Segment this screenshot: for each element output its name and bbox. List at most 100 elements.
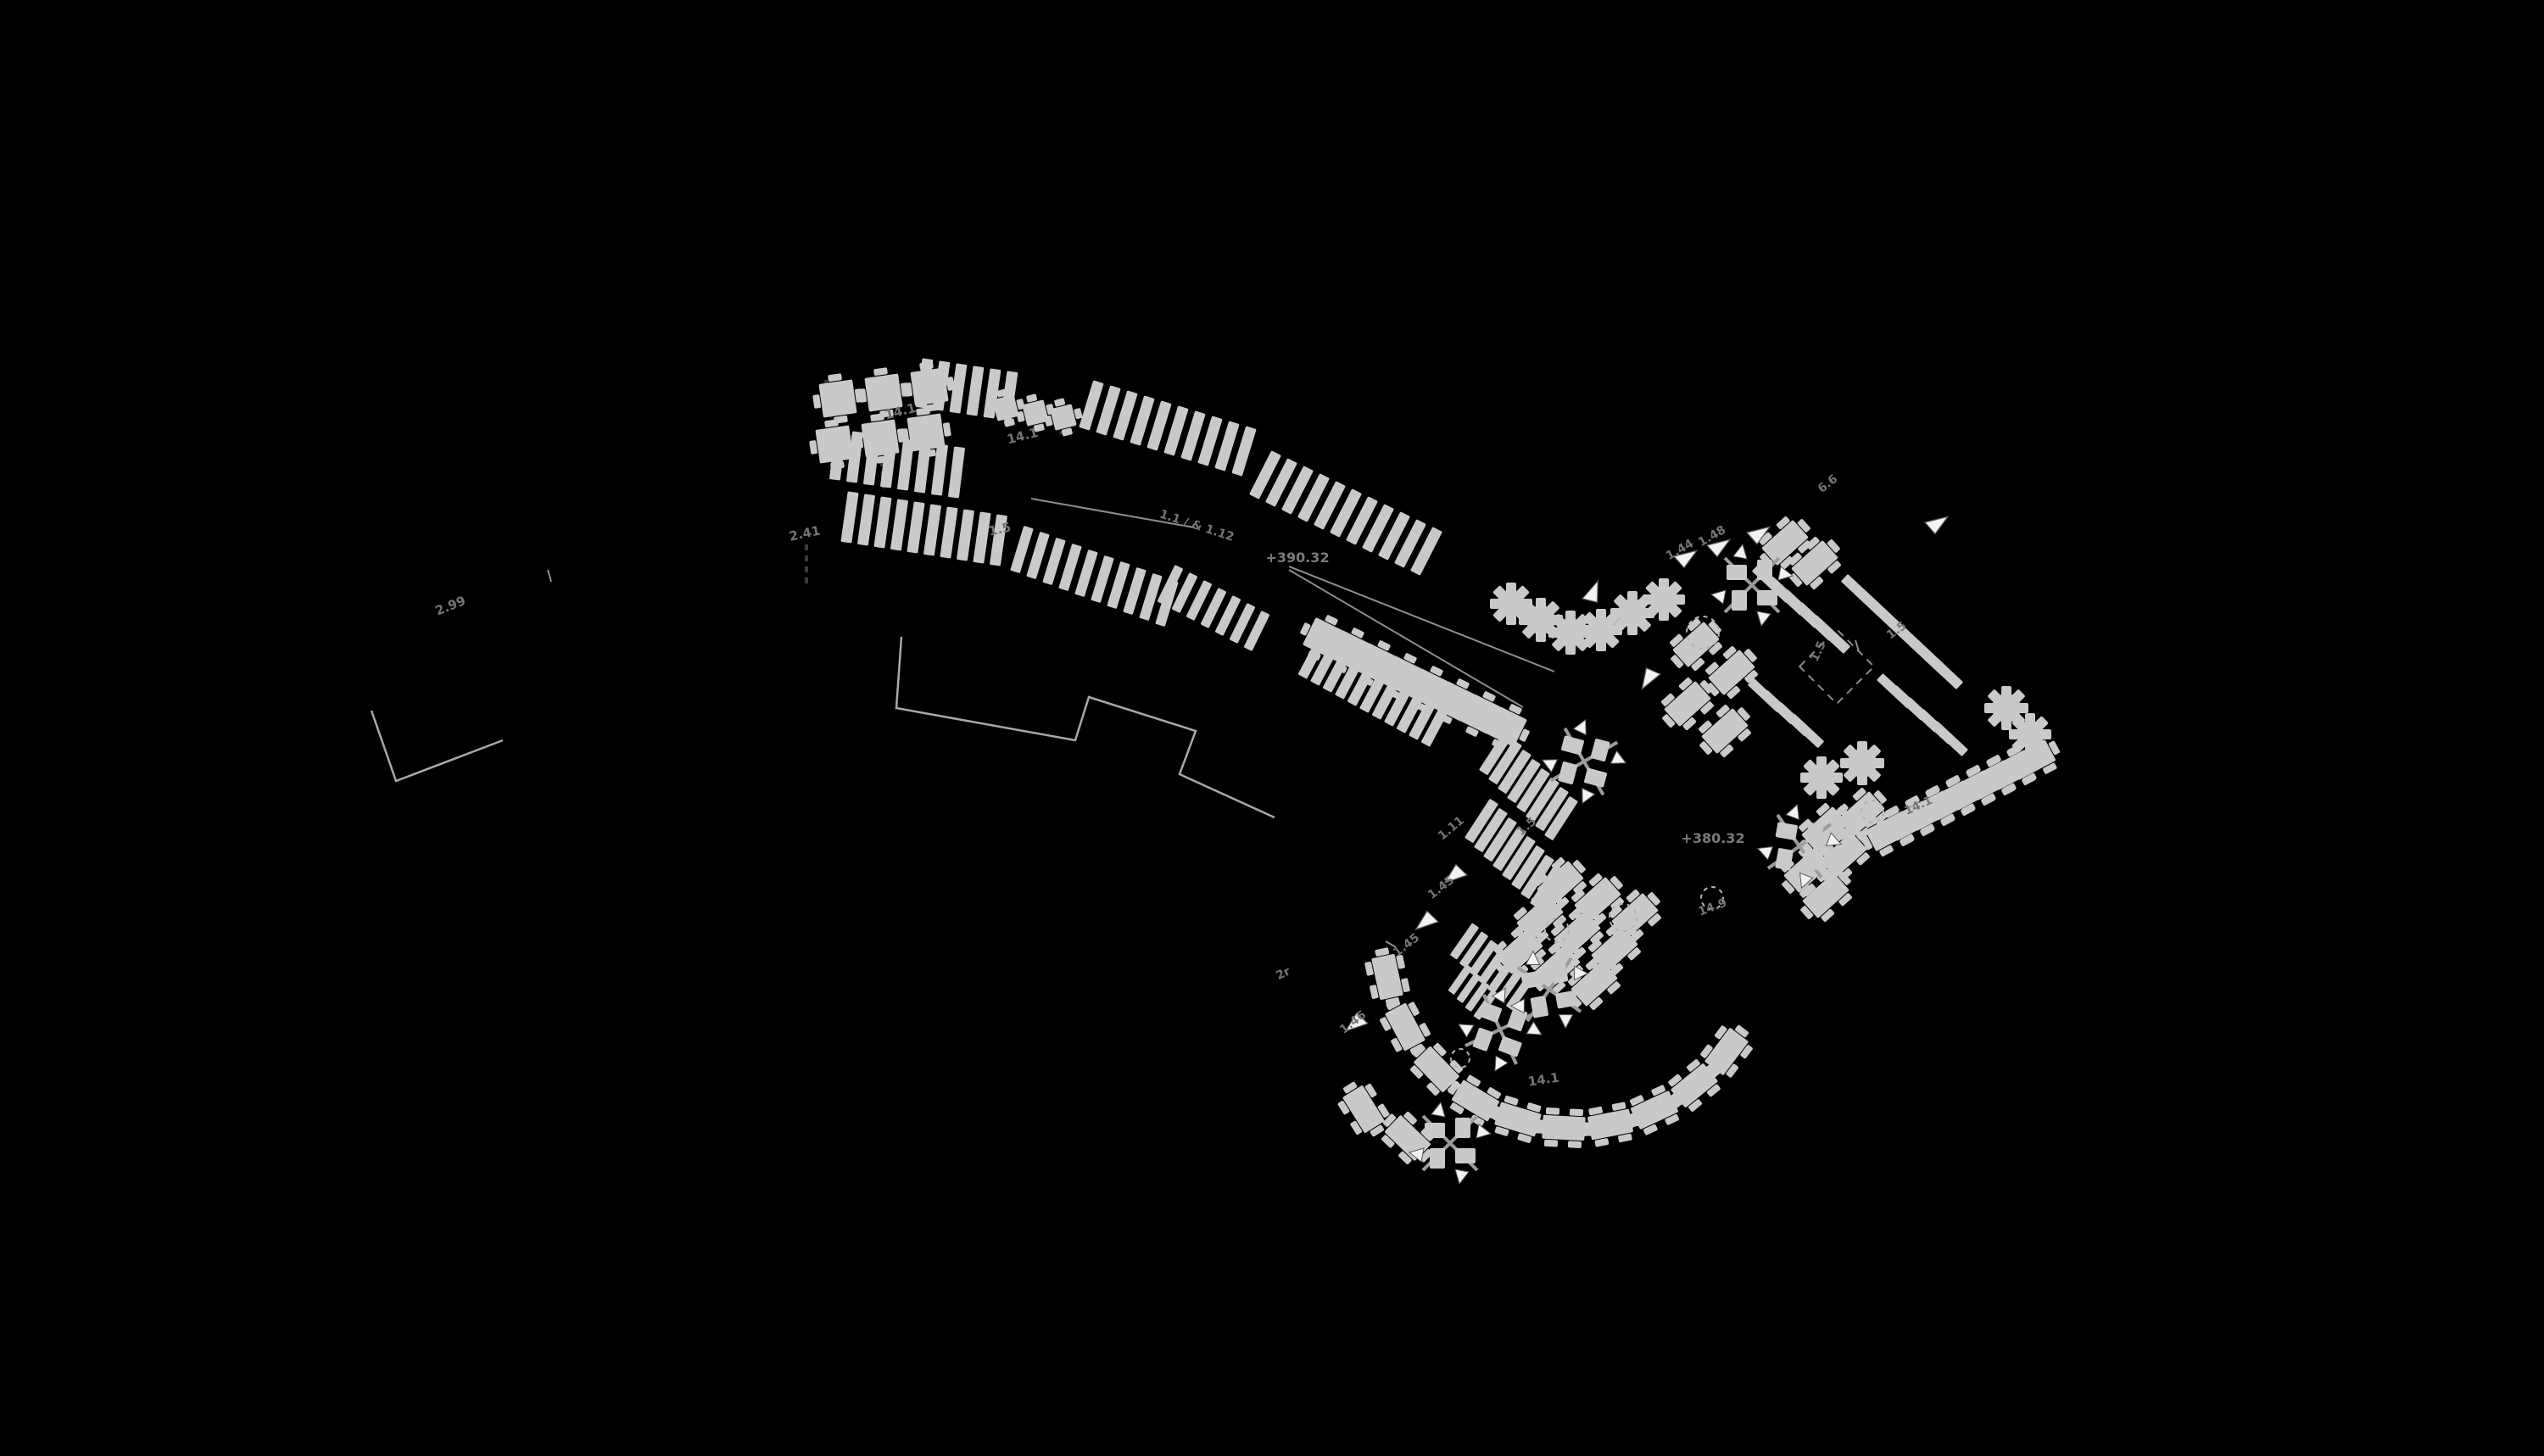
elevation-label: +390.32 <box>1265 549 1329 566</box>
table-top <box>1542 1114 1586 1141</box>
stall-bar <box>1378 511 1410 561</box>
parasol-blade <box>1775 803 1800 840</box>
chair <box>1419 1149 1433 1163</box>
chair <box>1551 923 1565 936</box>
chair <box>1838 893 1852 907</box>
table-top <box>1554 911 1601 957</box>
lounger <box>1498 1036 1522 1057</box>
chair <box>1370 1124 1385 1137</box>
stall-bar <box>1459 931 1488 968</box>
stall-row <box>1249 450 1442 576</box>
chair <box>1647 892 1660 906</box>
lounger <box>1775 848 1794 871</box>
stall-row <box>1841 574 1963 689</box>
chair <box>922 449 936 458</box>
tick-mark <box>1385 940 1397 948</box>
table-top <box>1050 404 1077 431</box>
table-top <box>1992 694 2021 722</box>
round-table <box>2009 713 2051 756</box>
table-top <box>1494 1102 1542 1137</box>
section-arrow-icon <box>1443 863 1469 884</box>
chair <box>2048 740 2061 756</box>
lounger <box>1455 1118 1470 1138</box>
chair <box>1391 1038 1403 1052</box>
stall-bar <box>1922 650 1963 689</box>
stall-bar <box>1186 580 1212 621</box>
table-top <box>815 425 854 464</box>
stall-bar <box>1502 836 1536 880</box>
chair <box>1687 618 1701 632</box>
chair <box>1737 707 1750 721</box>
chair <box>1797 519 1810 533</box>
chair <box>1675 594 1685 605</box>
stall-bar <box>1079 380 1104 431</box>
chair <box>1439 713 1453 724</box>
chair <box>1945 776 1960 788</box>
table-top <box>1574 877 1621 923</box>
chair <box>855 434 864 449</box>
chair <box>1588 1106 1603 1116</box>
parasol-marker <box>1541 718 1627 805</box>
chair <box>1900 834 1914 846</box>
lounger <box>1757 590 1777 605</box>
table-pair <box>1700 1024 1753 1079</box>
stall-bar <box>1130 395 1155 446</box>
chair <box>1800 773 1810 783</box>
chair <box>1492 739 1505 750</box>
chair <box>1033 423 1045 432</box>
table-top <box>861 419 900 458</box>
chair <box>2025 745 2035 756</box>
chair <box>901 428 910 443</box>
arrow-tip-icon <box>1825 832 1843 847</box>
chair <box>2043 762 2057 774</box>
table-single <box>1044 398 1083 437</box>
stall-bar <box>1201 588 1226 628</box>
chair <box>1610 608 1621 618</box>
chair <box>1605 923 1620 937</box>
stall-row <box>1464 799 1564 908</box>
chair <box>1044 415 1053 427</box>
stall-bar <box>1123 567 1146 615</box>
stall-bar <box>1465 981 1489 1012</box>
chair <box>1377 1103 1390 1118</box>
chair <box>1589 910 1603 923</box>
chair <box>1727 685 1741 699</box>
chair <box>1740 1045 1753 1059</box>
chair <box>873 367 888 377</box>
stall-bar <box>1330 488 1362 538</box>
chair <box>1403 1112 1417 1125</box>
chair <box>1940 814 1955 826</box>
chair <box>904 382 913 397</box>
chair <box>1716 705 1730 718</box>
tree-canopy <box>1686 616 1720 650</box>
lounger <box>1550 961 1569 984</box>
parasol-blade <box>1727 543 1748 580</box>
stall-bar <box>931 443 948 496</box>
chair <box>1743 649 1757 662</box>
chair <box>1514 907 1527 920</box>
section-arrow-icon <box>1923 516 1950 535</box>
chair <box>1884 806 1899 818</box>
table-single <box>901 407 951 458</box>
chair <box>1370 985 1379 999</box>
stall-bar <box>1244 611 1269 651</box>
section-arrow-icon <box>1705 538 1732 558</box>
stall-bar <box>1520 855 1554 899</box>
chair <box>1410 1065 1424 1079</box>
table-pair <box>1788 537 1841 589</box>
chair <box>1569 944 1582 957</box>
table-top <box>1791 540 1838 586</box>
stall-bar <box>1469 940 1498 977</box>
table-pair <box>1668 1059 1721 1112</box>
chair <box>1545 1107 1560 1115</box>
lounger <box>1507 1007 1528 1032</box>
stall-bar <box>907 501 925 554</box>
plan-label: 1.11 <box>1436 814 1467 843</box>
chair <box>1534 873 1548 886</box>
chair <box>1433 1043 1447 1057</box>
chair <box>1834 828 1849 842</box>
stall-bar <box>1492 827 1526 871</box>
stall-bar <box>857 494 875 546</box>
chair <box>824 419 839 428</box>
